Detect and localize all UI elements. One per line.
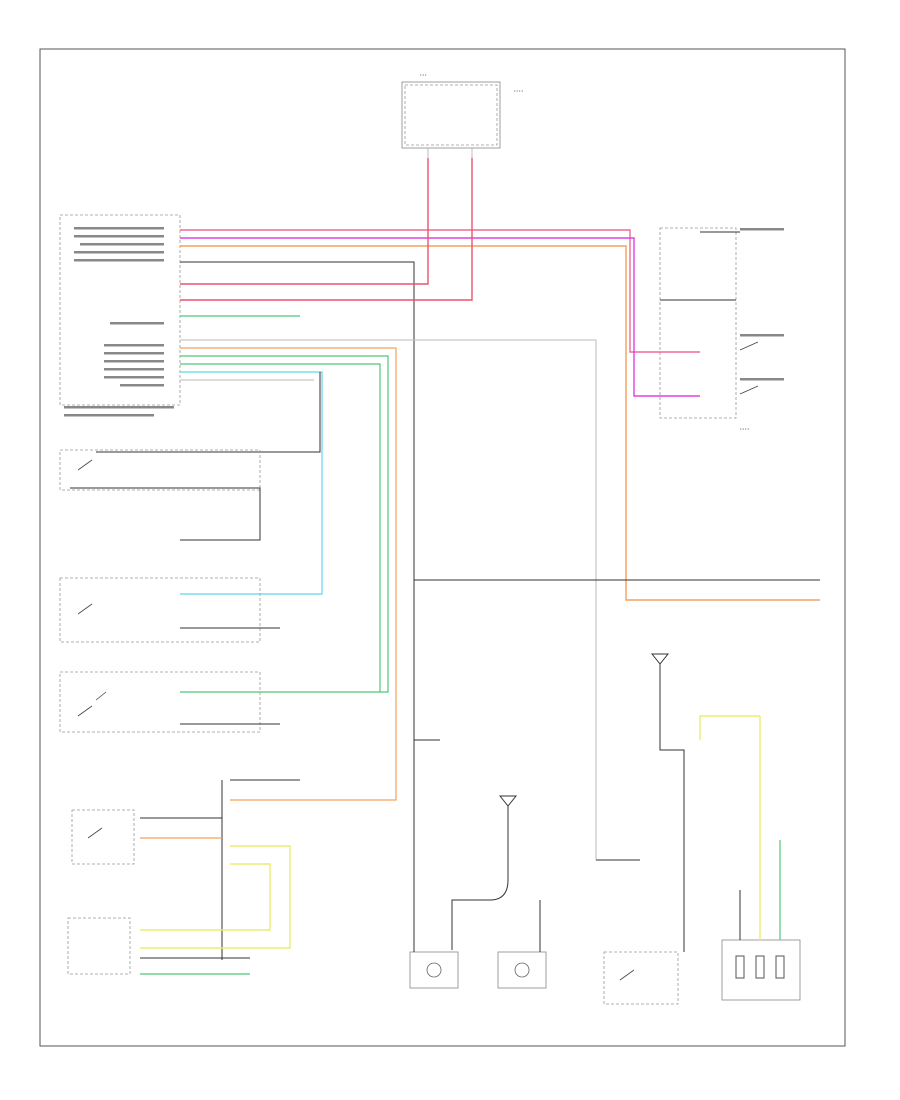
- liftgate-switch-wires: [596, 780, 685, 952]
- ground-symbol-right: [650, 653, 685, 780]
- right-license-lamp: [497, 951, 547, 989]
- fuse-block-side-caption: • • • •: [514, 88, 524, 93]
- left-cluster-wires: [140, 817, 250, 959]
- liftgate-switch-contact: [619, 969, 635, 981]
- switch-row-3: [59, 577, 280, 643]
- fuse-block-caption: • • •: [420, 72, 427, 77]
- passenger-window-switch: [67, 917, 131, 975]
- liftgate-ajar-switch: [603, 951, 679, 1005]
- passenger-lock-switch: [71, 809, 135, 865]
- wire-pink-1: [180, 229, 700, 353]
- ground-symbol-center: [451, 795, 518, 950]
- left-license-lamp: [409, 951, 459, 989]
- wire-orange-1: [180, 245, 820, 601]
- switch-module-caption: • • • •: [740, 426, 750, 431]
- wire-cyan-1: [180, 371, 323, 595]
- wire-orange-2: [180, 347, 397, 801]
- passenger-switch-contact: [87, 827, 103, 839]
- switch-module-labels: [740, 228, 784, 381]
- actuator-terminals: [735, 955, 785, 979]
- switch-row-1: [59, 372, 321, 491]
- wire-green-1: [180, 355, 389, 693]
- body-control-module: [59, 214, 181, 406]
- wire-yellow-cluster-2: [140, 863, 271, 931]
- door-lock-switch-module: [659, 227, 737, 419]
- switch-row-2: [70, 487, 261, 541]
- wire-yellow-actuator-top: [699, 715, 760, 740]
- wire-black-ground: [180, 261, 415, 950]
- wire-green-2: [180, 363, 381, 692]
- wire-yellow-cluster: [140, 845, 291, 949]
- diagram-frame: [39, 48, 846, 1047]
- wire-gray-1: [180, 339, 597, 860]
- switch-row-4: [59, 671, 280, 733]
- wire-red-1: [180, 158, 429, 285]
- wire-red-2: [180, 158, 473, 301]
- liftgate-lock-actuator: [721, 939, 801, 1001]
- left-lamp-bulb-icon: [426, 962, 442, 978]
- wire-magenta-1: [180, 237, 700, 397]
- right-lamp-bulb-icon: [514, 962, 530, 978]
- module-pin-labels: [64, 227, 174, 417]
- switch-contacts: [739, 341, 759, 395]
- fuse-block-top: [401, 81, 501, 149]
- fuse-block-inner: [404, 84, 498, 146]
- lamp-feed-wires: [413, 900, 541, 952]
